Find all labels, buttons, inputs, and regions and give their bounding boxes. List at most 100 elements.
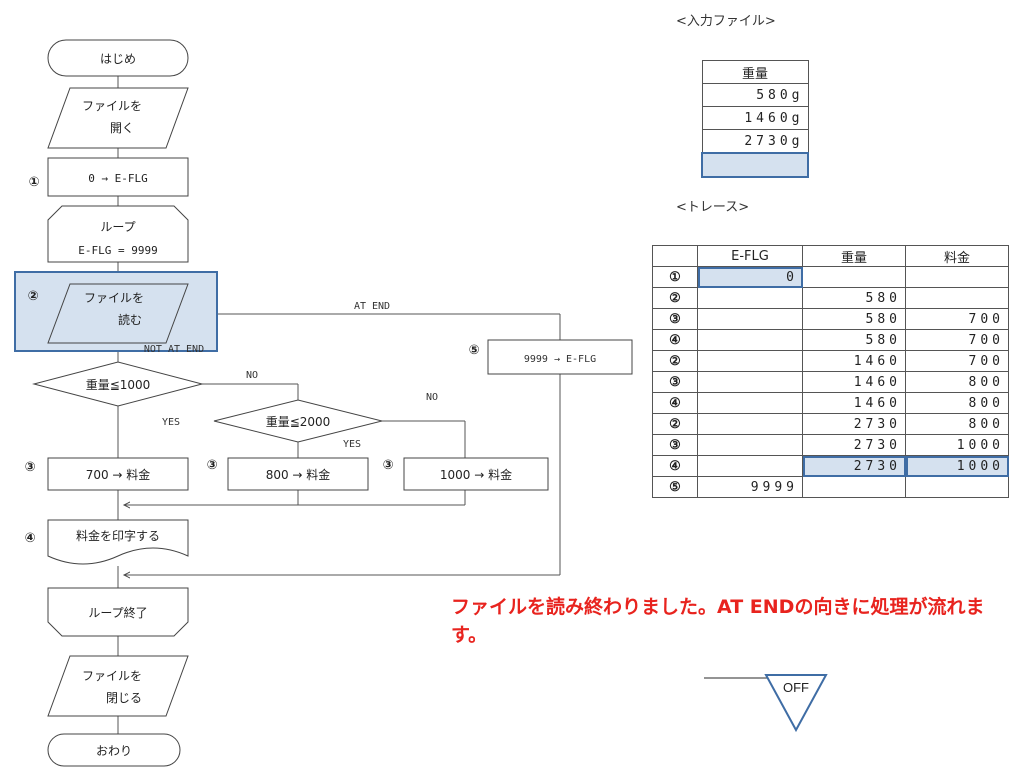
trace-step-cell: ③ [652,308,698,330]
loop-start-label-2: E-FLG = 9999 [78,244,157,257]
cond1-yes-label: YES [162,417,180,428]
read-file-label-1: ファイルを [84,291,144,305]
at-end-label: AT END [354,301,390,312]
open-file-io [47,87,189,149]
loop-start-label-1: ループ [100,220,135,234]
status-message: ファイルを読み終わりました。AT ENDの向きに処理が流れます。 [451,596,985,646]
fee800-label: 800 → 料金 [266,467,331,482]
not-at-end-label: NOT AT END [144,344,204,355]
trace-cell [697,350,803,372]
off-switch-triangle[interactable] [764,674,828,733]
cond2-label: 重量≦2000 [266,415,331,429]
cond2-yes-label: YES [343,439,361,450]
print-label: 料金を印字する [76,528,160,543]
off-switch[interactable]: OFF [702,672,862,736]
trace-cell: 1000 [905,455,1009,477]
step-mark-3a: ③ [24,460,35,475]
input-file-header: 重量 [701,60,809,84]
print-document [47,519,189,565]
init-process [47,157,189,197]
init-label: 0 → E-FLG [88,172,148,185]
start-label: はじめ [100,52,136,66]
trace-header-eflg: E-FLG [697,245,803,267]
cond1-decision [32,361,204,407]
trace-cell: 1460 [802,371,906,393]
end-label: おわり [96,744,132,758]
step-mark-5: ⑤ [468,343,479,358]
trace-cell: 580 [802,329,906,351]
input-file-table: 重量 580g 1460g 2730g [701,60,809,178]
trace-cell [905,287,1009,309]
trace-cell [905,266,1009,288]
trace-cell: 580 [802,287,906,309]
trace-step-cell: ② [652,350,698,372]
off-switch-label: OFF [783,680,809,695]
input-file-row: 1460g [701,106,809,130]
trace-cell [697,455,803,477]
trace-cell [697,287,803,309]
trace-header-fee: 料金 [905,245,1009,267]
flow-connectors [117,76,561,734]
read-file-label-2: 読む [118,312,142,327]
step-mark-4: ④ [24,531,35,546]
loop-end [47,587,189,637]
fee1000-label: 1000 → 料金 [440,467,512,482]
input-file-row: 580g [701,83,809,107]
trace-cell: 1460 [802,350,906,372]
trace-cell [802,266,906,288]
trace-cell: 700 [905,329,1009,351]
trace-cell [697,308,803,330]
input-file-caption: <入力ファイル> [676,14,776,29]
trace-cell: 800 [905,413,1009,435]
trace-step-cell: ③ [652,371,698,393]
close-file-label-2: 閉じる [106,691,142,705]
close-file-label-1: ファイルを [82,669,142,683]
trace-cell: 0 [697,266,803,288]
trace-step-cell: ④ [652,392,698,414]
trace-cell [697,413,803,435]
trace-caption: <トレース> [676,200,750,215]
trace-cell: 1000 [905,434,1009,456]
trace-step-cell: ⑤ [652,476,698,498]
fee700-label: 700 → 料金 [86,467,151,482]
loop-start [47,205,189,263]
trace-cell: 9999 [697,476,803,498]
trace-header-weight: 重量 [802,245,906,267]
open-file-label-2: 開く [110,121,134,135]
trace-step-cell: ④ [652,455,698,477]
trace-cell [802,476,906,498]
step-mark-3b: ③ [206,458,217,473]
loop-end-label: ループ終了 [88,605,147,620]
input-file-row: 2730g [701,129,809,154]
trace-step-cell: ④ [652,329,698,351]
cond1-label: 重量≦1000 [86,378,151,392]
end-terminal [47,733,181,767]
close-file-io [47,655,189,717]
trace-cell: 2730 [802,455,906,477]
open-file-label-1: ファイルを [82,99,142,113]
trace-cell: 2730 [802,434,906,456]
step-mark-3c: ③ [382,458,393,473]
cond1-no-label: NO [246,370,258,381]
trace-cell [697,434,803,456]
trace-cell: 800 [905,371,1009,393]
trace-cell [697,371,803,393]
trace-cell [905,476,1009,498]
fee700-process [47,457,189,491]
step-mark-2: ② [27,289,38,304]
cond2-decision [213,399,383,443]
set-flag-process [487,339,633,375]
trace-step-cell: ③ [652,434,698,456]
read-file-io [47,283,189,344]
